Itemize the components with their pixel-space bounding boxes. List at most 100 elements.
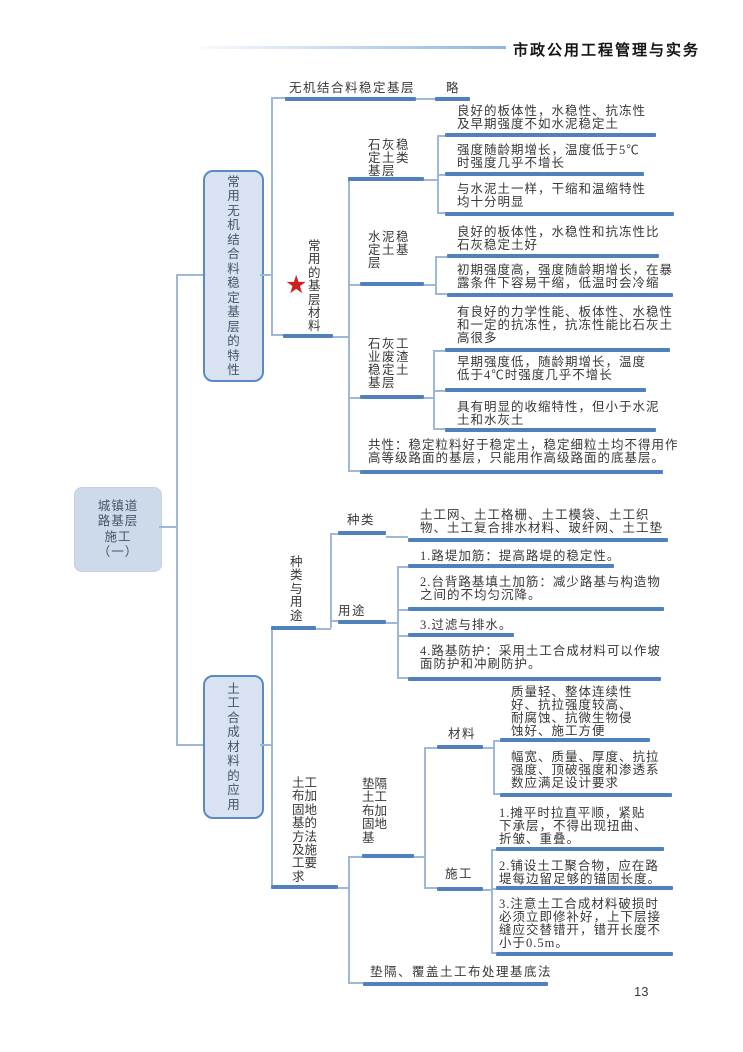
node-underline [360, 395, 424, 399]
connector-rail [271, 628, 273, 887]
node-underline [445, 388, 646, 392]
node-underline [445, 133, 656, 137]
connector-line [260, 744, 273, 746]
leaf-item: 1.摊平时拉直平顺，紧贴 下承层，不得出现扭曲、 折皱、重叠。 [499, 806, 648, 846]
node-construction: 施工 [445, 867, 474, 881]
connector-line [437, 212, 445, 214]
node-material: 材料 [448, 727, 477, 741]
leaf-item: 具有明显的收缩特性，但小于水泥 土和水灰土 [457, 400, 660, 427]
node-inorganic-stabilized-base: 无机结合料稳定基层 [289, 81, 416, 95]
node-cushion-geotextile-foundation: 垫隔土工布加固地基 [362, 777, 388, 845]
node-underline [408, 538, 668, 542]
node-underline [437, 887, 483, 891]
node-underline [408, 677, 661, 681]
leaf-item: 4.路基防护：采用土工合成材料可以作坡 面防护和冲刷防护。 [420, 644, 661, 671]
node-underline [408, 607, 664, 611]
note-omitted: 略 [446, 81, 461, 95]
connector-line [386, 536, 408, 538]
connector-line [424, 747, 437, 749]
node-uses: 用途 [338, 604, 367, 618]
leaf-item: 良好的板体性，水稳性和抗冻性比 石灰稳定土好 [457, 225, 660, 252]
connector-rail [435, 256, 437, 295]
node-underline [496, 952, 673, 956]
connector-line [348, 856, 362, 858]
node-underline [360, 282, 424, 286]
connector-line [435, 293, 447, 295]
connector-line [491, 952, 496, 954]
connector-rail [330, 533, 332, 628]
connector-line [435, 256, 447, 258]
node-underline [348, 177, 424, 181]
leaf-item: 与水泥土一样，干缩和温缩特性 均十分明显 [457, 182, 647, 209]
connector-line [424, 887, 437, 889]
connector-rail [424, 747, 426, 889]
connector-line [397, 677, 408, 679]
node-underline [447, 293, 673, 297]
book-title: 市政公用工程管理与实务 [513, 42, 701, 59]
node-kinds: 种类 [347, 513, 376, 527]
node-cement-stabilized-soil-base: 水泥稳定土基层 [368, 230, 411, 270]
connector-line [433, 390, 445, 392]
connector-line [316, 628, 331, 630]
leaf-item: 土工网、土工格栅、土工模袋、土工织 物、土工复合排水材料、玻纤网、土工垫 [420, 508, 664, 535]
root-node-label: 城镇道 路基层 施工 （一） [97, 498, 139, 560]
leaf-item: 1.路堤加筋：提高路堤的稳定性。 [420, 549, 621, 563]
leaf-item: 初期强度高，强度随龄期增长，在暴 露条件下容易干缩，低温时会冷缩 [457, 263, 674, 290]
connector-line [433, 428, 445, 430]
branch-box-label: 土工合成材料的应用 [227, 681, 240, 812]
connector-line [348, 284, 360, 286]
connector-rail [348, 856, 350, 984]
connector-line [330, 533, 338, 535]
leaf-item: 幅宽、质量、厚度、抗拉 强度、顶破强度和渗透系 数应满足设计要求 [511, 750, 660, 790]
connector-line [159, 526, 177, 528]
node-underline [408, 633, 514, 637]
connector-rail [493, 740, 495, 795]
connector-line [397, 635, 408, 637]
node-underline [362, 854, 414, 858]
root-node: 城镇道 路基层 施工 （一） [74, 487, 162, 572]
connector-line [271, 97, 287, 99]
branch-box-geosynthetics: 土工合成材料的应用 [203, 675, 264, 819]
node-lime-stabilized-soil-base: 石灰稳定土类基层 [368, 138, 411, 178]
leaf-item: 3.过滤与排水。 [420, 618, 513, 632]
leaf-item: 质量轻、整体连续性 好、抗拉强度较高、 耐腐蚀、抗微生物侵 蚀好、施工方便 [511, 685, 633, 738]
branch-box-label: 常用无机结合料稳定基层的特性 [227, 174, 240, 378]
node-geotextile-reinforcement-methods: 土工布加固地基的方法及施工要求 [292, 776, 318, 884]
node-kinds-and-uses: 种类与用途 [290, 555, 303, 623]
connector-line [491, 849, 496, 851]
node-underline [500, 793, 672, 797]
connector-line [433, 350, 445, 352]
leaf-item: 强度随龄期增长，温度低于5℃ 时强度几乎不增长 [457, 143, 640, 170]
node-underline [445, 172, 644, 176]
connector-line [416, 98, 435, 100]
node-underline [496, 886, 673, 890]
connector-rail [348, 179, 350, 472]
connector-line [338, 887, 349, 889]
connector-line [424, 284, 435, 286]
node-underline [408, 564, 614, 568]
connector-line [333, 336, 349, 338]
node-underline [363, 982, 548, 986]
star-icon: ★ [285, 270, 308, 299]
connector-line [437, 174, 445, 176]
page-number: 13 [634, 984, 649, 999]
connector-line [348, 397, 360, 399]
connector-line [414, 856, 424, 858]
connector-line [176, 744, 203, 746]
connector-line [437, 135, 445, 137]
node-cover-geotextile-base-treatment: 垫隔、覆盖土工布处理基底法 [370, 965, 553, 979]
node-underline [435, 97, 470, 101]
node-underline [338, 531, 386, 535]
connector-line [176, 274, 203, 276]
leaf-item: 良好的板体性，水稳性、抗冻性 及早期强度不如水泥稳定土 [457, 104, 647, 131]
connector-line [386, 622, 397, 624]
connector-line [493, 740, 500, 742]
node-underline [285, 97, 416, 101]
node-underline [271, 626, 316, 630]
connector-line [260, 274, 273, 276]
connector-line [397, 609, 408, 611]
node-lime-industrial-waste-base: 石灰工业废渣稳定土基层 [368, 337, 411, 390]
connector-rail [271, 99, 273, 336]
node-underline [360, 470, 663, 474]
connector-line [483, 889, 491, 891]
